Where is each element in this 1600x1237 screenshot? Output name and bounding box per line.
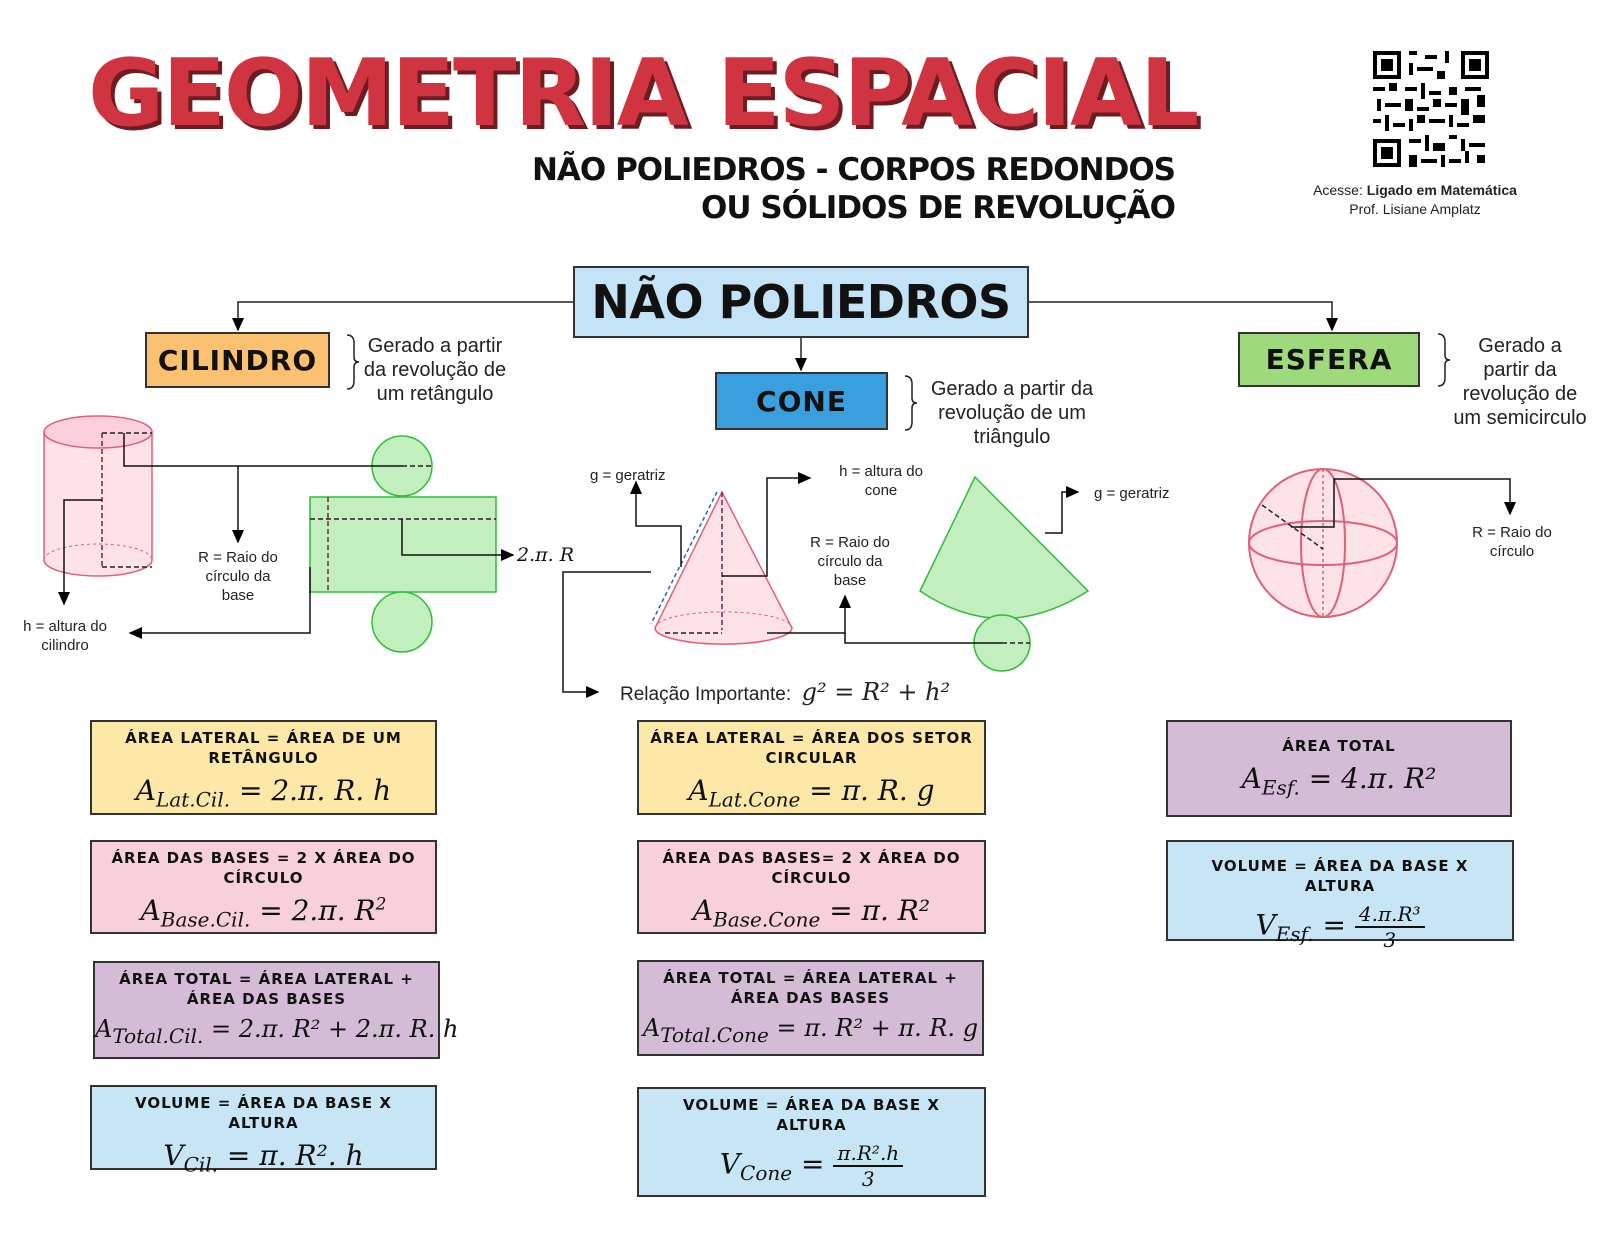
sphere-solid xyxy=(1248,468,1398,618)
cylinder-solid xyxy=(43,415,153,577)
cone-geratriz-label: g = geratriz xyxy=(590,467,666,484)
cone-net xyxy=(919,475,1090,672)
cone-arrows xyxy=(562,472,1080,698)
cylinder-arrows xyxy=(58,433,515,639)
cylinder-total-area-box: ÁREA TOTAL = ÁREA LATERAL + ÁREA DAS BAS… xyxy=(93,961,458,1059)
site-name: Ligado em Matemática xyxy=(1366,182,1517,198)
cone-net-geratriz-label: g = geratriz xyxy=(1094,485,1170,502)
cone-base-area-box: ÁREA DAS BASES= 2 X ÁREA DO CÍRCULO ABas… xyxy=(637,840,986,934)
node-esfera: ESFERA xyxy=(1238,332,1420,387)
qr-code-icon xyxy=(1373,51,1489,167)
cone-total-area-box: ÁREA TOTAL = ÁREA LATERAL + ÁREA DAS BAS… xyxy=(637,960,984,1056)
cone-volume-box: VOLUME = ÁREA DA BASE X ALTURA VCone = π… xyxy=(637,1087,986,1197)
circumference-label: 2.π. R xyxy=(517,544,574,566)
cylinder-volume-box: VOLUME = ÁREA DA BASE X ALTURA VCil. = π… xyxy=(90,1085,437,1177)
main-node-nao-poliedros: NÃO POLIEDROS xyxy=(573,266,1029,338)
sphere-arrow xyxy=(1291,478,1516,528)
credit-site: Acesse: Ligado em Matemática xyxy=(1313,182,1517,198)
credit-author: Prof. Lisiane Amplatz xyxy=(1349,201,1481,217)
subtitle-line-1: NÃO POLIEDROS - CORPOS REDONDOS xyxy=(531,152,1176,188)
cylinder-base-area-box: ÁREA DAS BASES = 2 X ÁREA DO CÍRCULO ABa… xyxy=(90,840,437,934)
cylinder-net xyxy=(309,435,497,653)
page-title: GEOMETRIA ESPACIAL xyxy=(88,39,1199,147)
relation-formula: g² = R² + h² xyxy=(801,678,951,706)
cylinder-lateral-area-box: ÁREA LATERAL = ÁREA DE UM RETÂNGULO ALat… xyxy=(90,720,437,815)
node-cone: CONE xyxy=(715,372,888,430)
cone-lateral-area-box: ÁREA LATERAL = ÁREA DOS SETOR CIRCULAR A… xyxy=(637,720,986,815)
node-cilindro: CILINDRO xyxy=(145,332,330,388)
tree-connectors xyxy=(232,301,1338,372)
brace-icons xyxy=(346,333,1451,431)
important-relation: Relação Importante: g² = R² + h² xyxy=(620,678,951,706)
cone-solid xyxy=(650,490,793,645)
sphere-total-area-box: ÁREA TOTAL AEsf. = 4.π. R² xyxy=(1166,720,1512,817)
subtitle-line-2: OU SÓLIDOS DE REVOLUÇÃO xyxy=(701,190,1176,226)
sphere-volume-box: VOLUME = ÁREA DA BASE X ALTURA VEsf. = 4… xyxy=(1166,840,1514,952)
